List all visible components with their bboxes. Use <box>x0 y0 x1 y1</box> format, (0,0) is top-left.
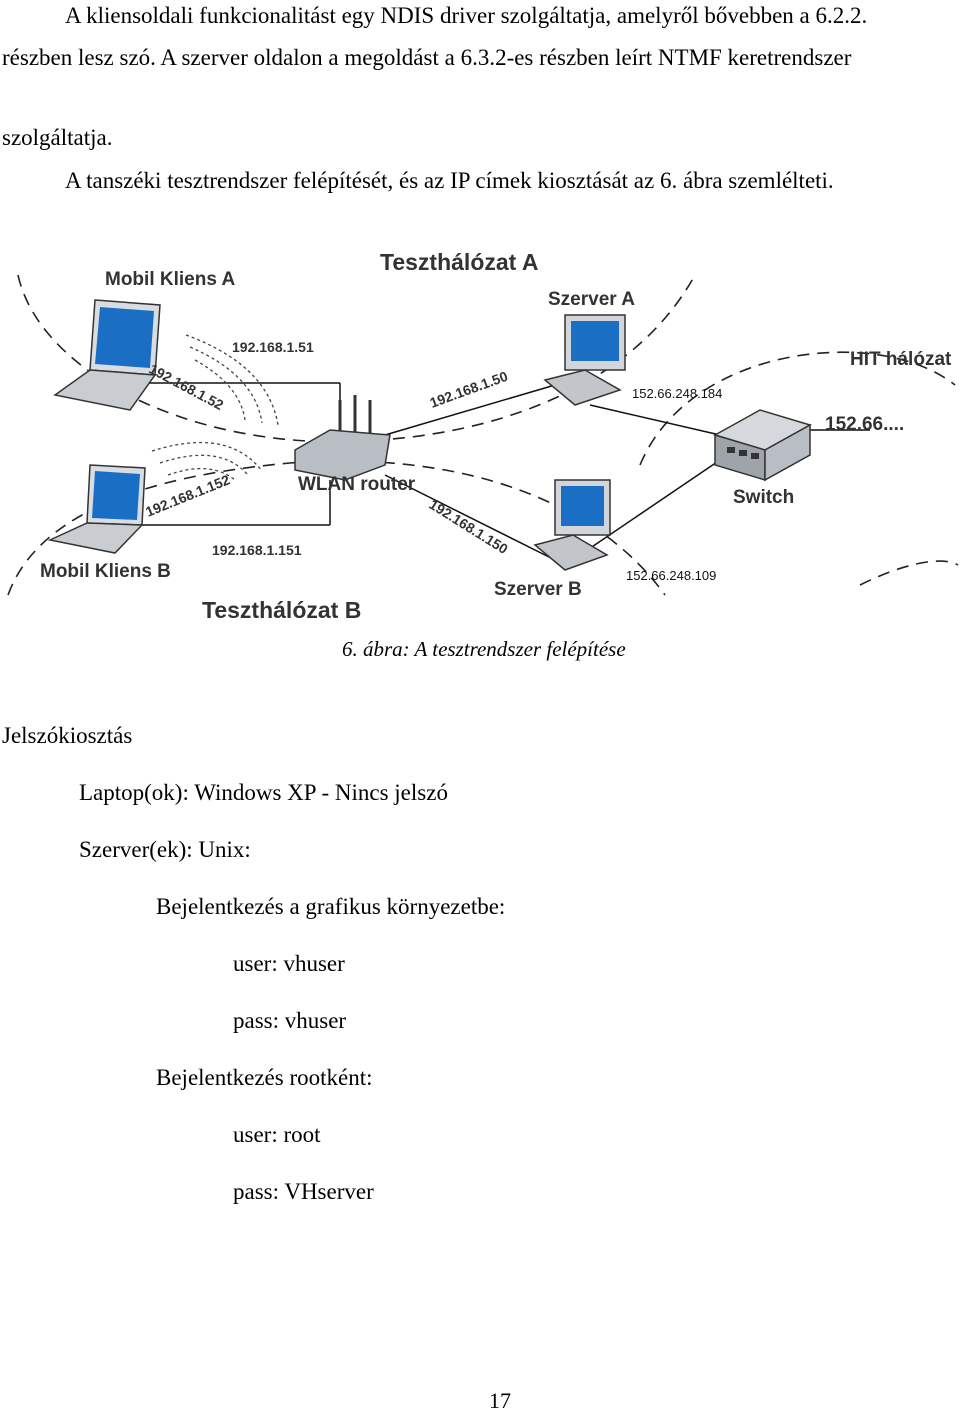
laptop-a-icon <box>53 299 161 411</box>
ip-server-a-public: 152.66.248.184 <box>632 386 722 401</box>
link-router-server-b <box>384 474 556 561</box>
connections <box>120 382 870 561</box>
graphical-user-line: user: vhuser <box>233 951 345 976</box>
paragraph2: A tanszéki tesztrendszer felépítését, és… <box>65 168 834 193</box>
server-b-label: Szerver B <box>494 579 582 600</box>
hit-network-boundary <box>639 351 956 466</box>
hit-network-boundary-lower <box>859 560 959 586</box>
passwords-heading: Jelszókiosztás <box>2 723 133 748</box>
wlan-router-label: WLAN router <box>298 474 416 495</box>
server-b-icon <box>533 479 611 571</box>
link-router-server-a <box>384 384 556 436</box>
graphical-pass-line: pass: vhuser <box>233 1008 347 1033</box>
wifi-signals <box>151 334 279 481</box>
paragraph1-line1: A kliensoldali funkcionalitást egy NDIS … <box>65 3 868 28</box>
switch-label: Switch <box>733 487 794 508</box>
paragraph1-line2: részben lesz szó. A szerver oldalon a me… <box>2 45 852 70</box>
ip-server-b: 192.168.1.150 <box>426 496 511 557</box>
ip-router-b: 192.168.1.151 <box>212 542 302 558</box>
link-server-b-switch <box>579 459 721 556</box>
wlan-router-icon <box>294 395 391 481</box>
mobile-client-a-label: Mobil Kliens A <box>105 269 235 290</box>
root-user-line: user: root <box>233 1122 321 1147</box>
ip-client-a: 192.168.1.52 <box>147 361 227 414</box>
server-a-label: Szerver A <box>548 289 635 310</box>
network-a-title: Teszthálózat A <box>380 249 538 275</box>
hit-network-label: HIT hálózat <box>850 349 952 370</box>
ip-router-a: 192.168.1.51 <box>232 339 314 355</box>
servers-line: Szerver(ek): Unix: <box>79 837 251 862</box>
mobile-client-b-label: Mobil Kliens B <box>40 561 171 582</box>
ip-server-b-public: 152.66.248.109 <box>626 568 716 583</box>
graphical-login-line: Bejelentkezés a grafikus környezetbe: <box>156 894 506 919</box>
network-b-title: Teszthálózat B <box>202 597 361 623</box>
page-number: 17 <box>489 1388 511 1413</box>
ip-server-a: 192.168.1.50 <box>428 368 510 411</box>
paragraph1-line3: szolgáltatja. <box>2 125 113 150</box>
figure-caption: 6. ábra: A tesztrendszer felépítése <box>342 637 626 661</box>
server-a-icon <box>543 314 626 406</box>
switch-icon <box>713 409 812 482</box>
laptop-b-icon <box>47 464 146 554</box>
link-server-a-switch <box>589 404 721 436</box>
ip-hit-network: 152.66.... <box>825 414 904 435</box>
network-diagram: Teszthálózat A Teszthálózat B HIT hálóza… <box>7 249 959 623</box>
laptops-line: Laptop(ok): Windows XP - Nincs jelszó <box>79 780 448 805</box>
network-b-boundary <box>7 460 666 596</box>
root-login-line: Bejelentkezés rootként: <box>156 1065 373 1090</box>
root-pass-line: pass: VHserver <box>233 1179 374 1204</box>
